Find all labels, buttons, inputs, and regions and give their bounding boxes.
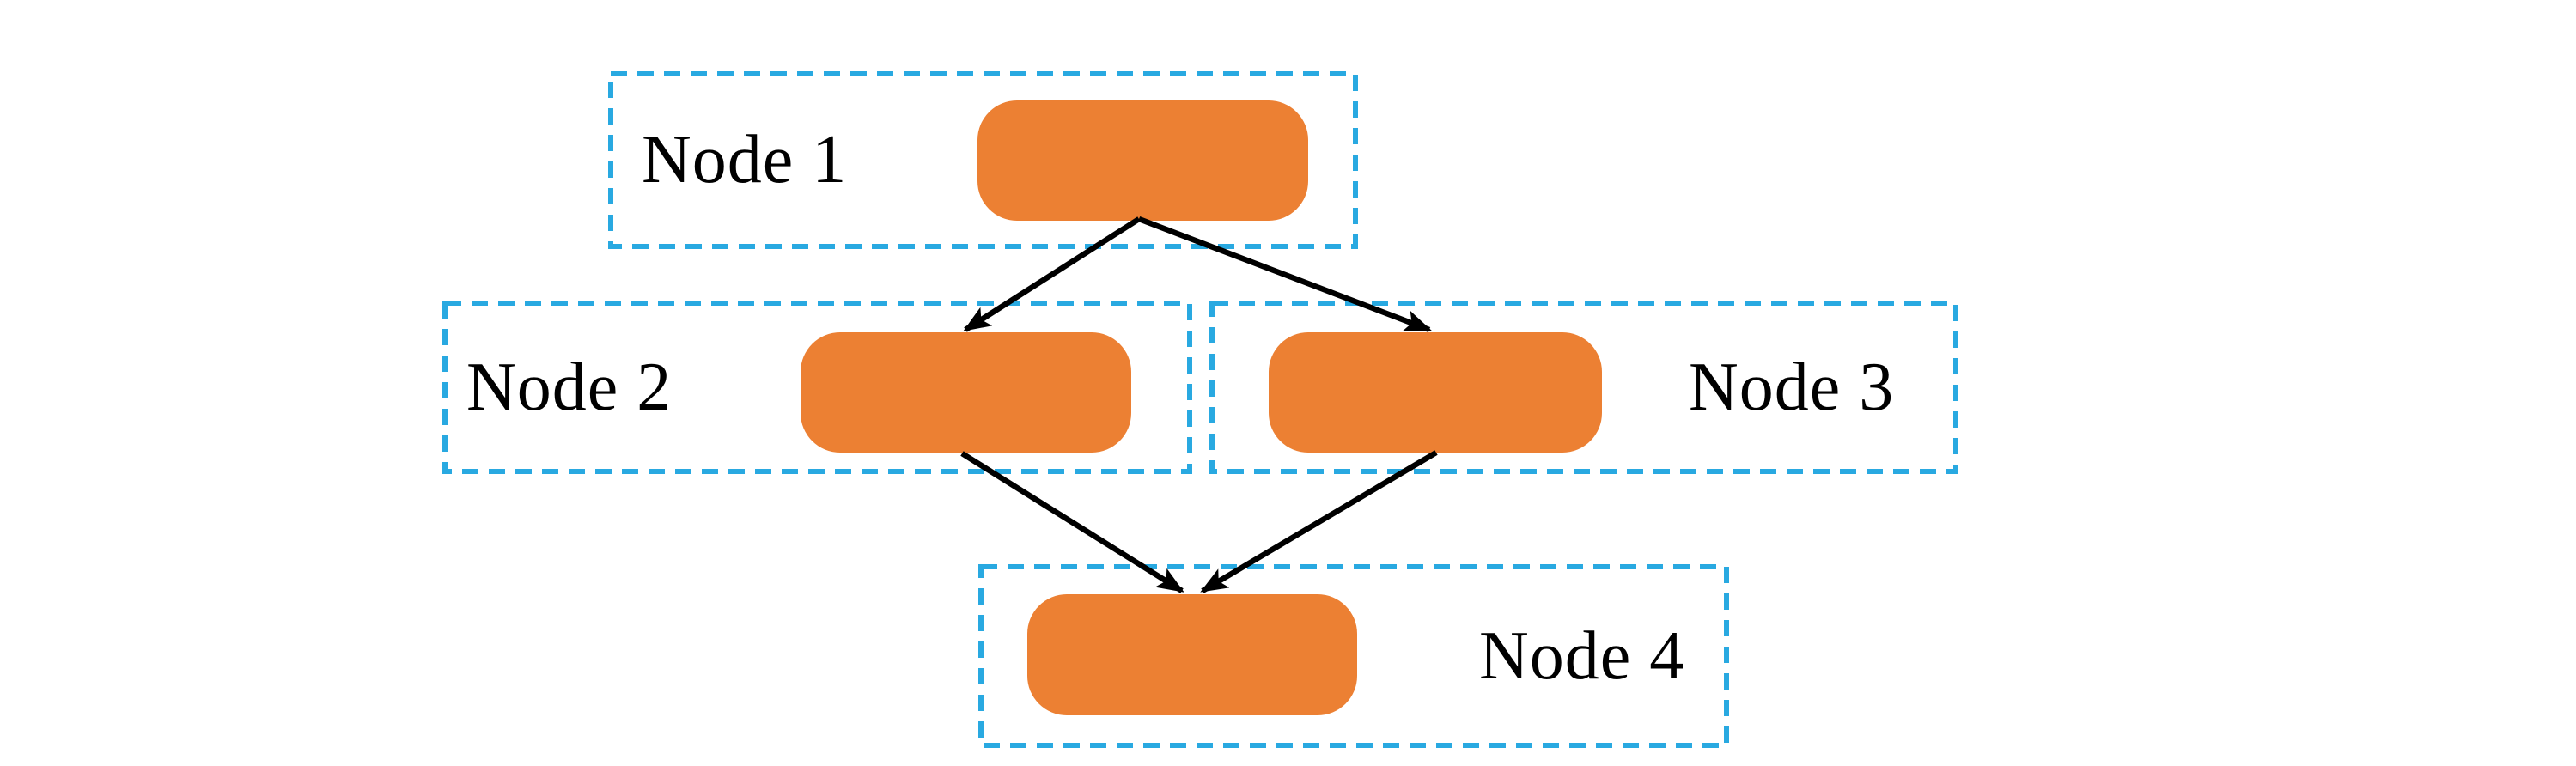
node-3-shape <box>1269 332 1602 453</box>
node-3-label: Node 3 <box>1689 349 1895 425</box>
node-2-label: Node 2 <box>466 349 673 425</box>
node-2-shape <box>801 332 1131 453</box>
node-1-boundary <box>608 71 1358 249</box>
edge-node2-node4 <box>960 451 1184 593</box>
edge-node3-node4 <box>1200 450 1438 593</box>
edge-node1-node2 <box>963 216 1141 332</box>
node-3-boundary <box>1209 301 1958 474</box>
edge-node1-node3 <box>1137 216 1432 333</box>
node-1-shape <box>977 100 1308 221</box>
node-1-label: Node 1 <box>642 122 848 198</box>
node-4-shape <box>1027 594 1357 715</box>
node-2-boundary <box>442 301 1192 474</box>
node-4-boundary <box>978 564 1729 748</box>
node-4-label: Node 4 <box>1479 617 1685 694</box>
